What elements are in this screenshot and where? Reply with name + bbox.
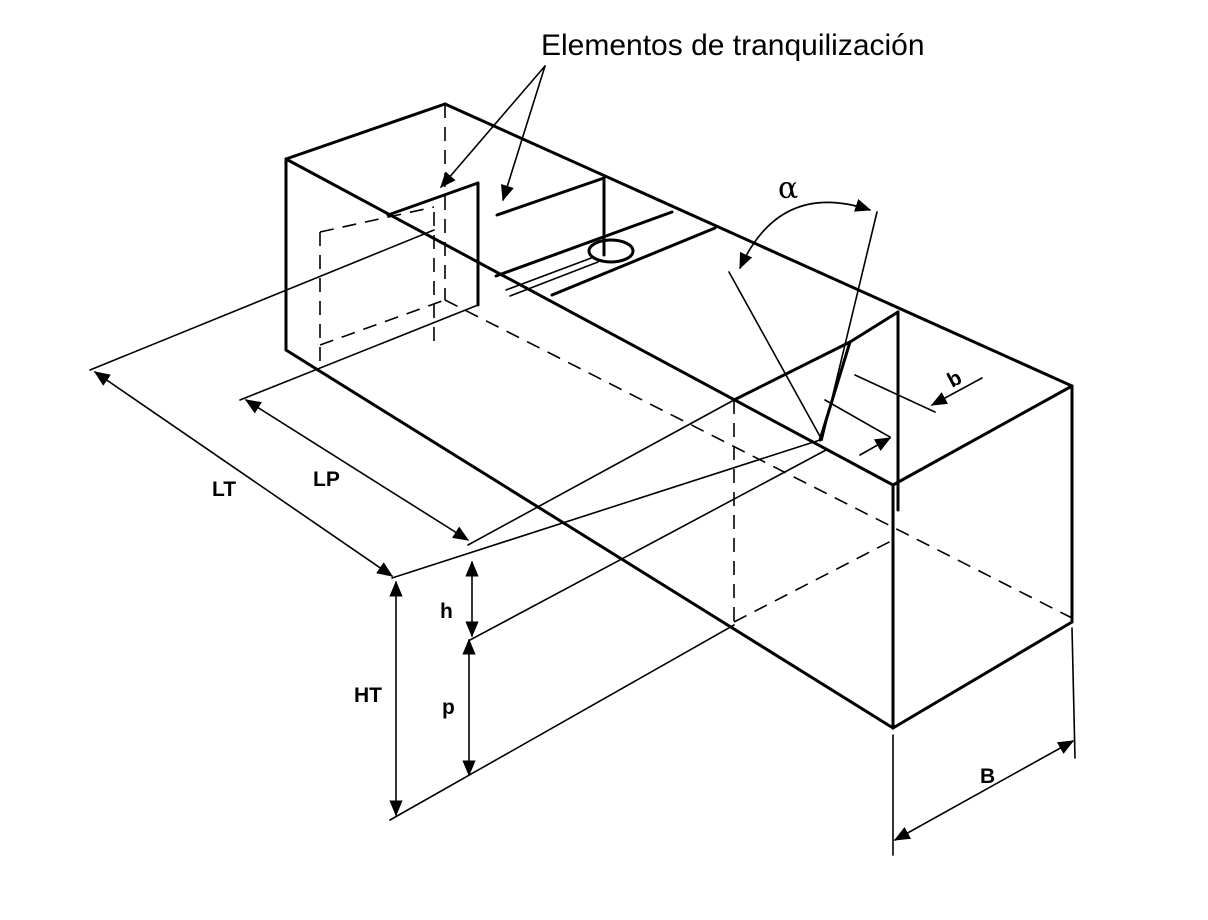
- p-label: p: [442, 696, 455, 719]
- baffles: [386, 176, 717, 307]
- alpha-angle: α: [739, 171, 872, 270]
- hidden-edges: [319, 104, 1073, 625]
- LP-label: LP: [313, 468, 340, 491]
- tank-outline: [284, 102, 1074, 730]
- LT-dimension: LT: [93, 371, 394, 577]
- HT-dimension: HT: [354, 580, 403, 817]
- alpha-label: α: [778, 171, 798, 206]
- HT-label: HT: [354, 684, 382, 707]
- h-label: h: [440, 600, 453, 623]
- LT-label: LT: [212, 478, 236, 501]
- v-notch-weir: [728, 211, 900, 512]
- p-dimension: p: [442, 638, 476, 777]
- LP-dimension: LP: [244, 399, 470, 541]
- h-dimension: h: [440, 560, 479, 638]
- callout-title: Elementos de tranquilización: [541, 29, 925, 62]
- extension-lines: [89, 229, 827, 821]
- callout: Elementos de tranquilización: [440, 29, 925, 202]
- B-dimension: B: [892, 627, 1076, 856]
- b-dimension: b: [824, 366, 983, 456]
- gauge-circle-icon: [587, 238, 635, 264]
- B-label: B: [980, 765, 995, 788]
